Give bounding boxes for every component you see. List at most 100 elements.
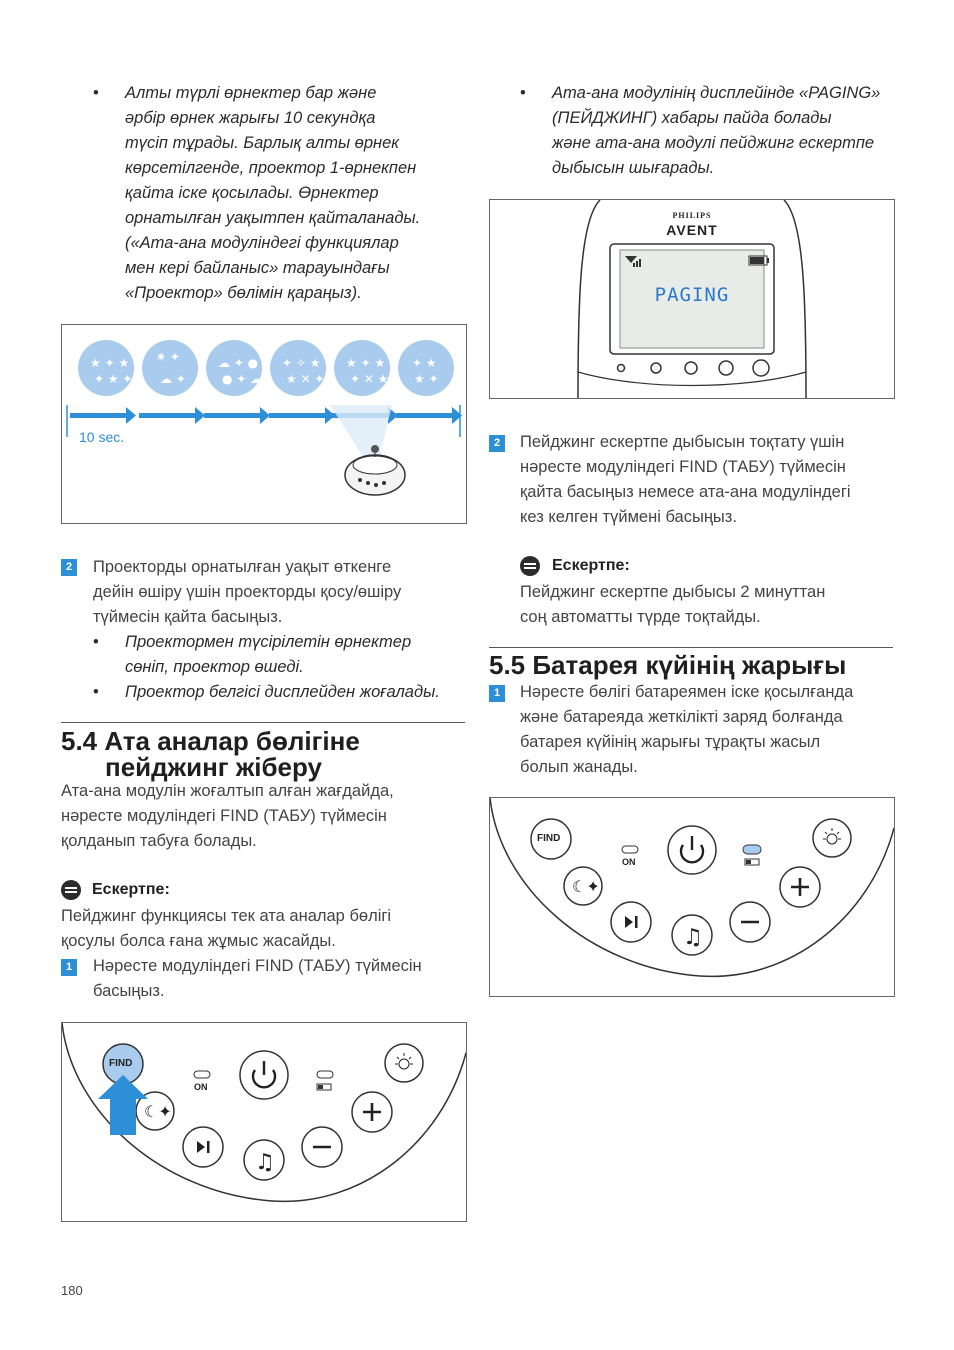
on-label: ON (194, 1082, 208, 1092)
line: қайта іске қосылады. Өрнектер (125, 184, 379, 202)
baby-unit-panel-find: ☾✦ ♫ FIND ON (61, 1022, 467, 1222)
line: мен кері байланыс» тарауындағы (125, 259, 390, 277)
line: және ата-ана модулі пейджинг ескертпе (552, 134, 875, 152)
bullet-dot: • (520, 84, 526, 102)
right-bullet-1: • Ата-ана модулінің дисплейінде «PAGING»… (520, 81, 897, 181)
section-heading-5-5: 5.5 Батарея күйінің жарығы (489, 650, 847, 680)
line: көрсетілгенде, проектор 1-өрнекпен (125, 159, 417, 177)
play-pause-button (182, 1126, 224, 1168)
panel-svg: ☾✦ ♫ (62, 1023, 466, 1203)
music-button: ♫ (243, 1139, 285, 1181)
svg-text:☁ ✦ ●: ☁ ✦ ● (218, 356, 258, 370)
music-button: ♫ (671, 914, 713, 956)
panel-svg: ☾✦ ♫ (490, 798, 894, 978)
line: дыбысын шығарады. (552, 159, 715, 177)
play-pause-button (610, 901, 652, 943)
right-step-1: Нәресте бөлігі батареямен іске қосылғанд… (520, 680, 895, 780)
projector-patterns-figure: ★ ✦ ★✦ ★ ✦ ✷ ✦☁ ✦ ☁ ✦ ●● ✦ ☁ ✦ ✧ ★★ ✕ ✦ … (61, 324, 467, 524)
left-sub-bullet-2: • Проектор белгісі дисплейден жоғалады. (93, 680, 470, 705)
line: қосулы болса ғана жұмыс жасайды. (61, 932, 336, 950)
pattern-disc-2 (142, 340, 198, 396)
svg-text:✦ ★ ✦: ✦ ★ ✦ (94, 372, 133, 386)
left-step-1: Нәресте модуліндегі FIND (ТАБУ) түймесін… (93, 954, 468, 1004)
baby-unit-panel-battery: ☾✦ ♫ FIND ON (489, 797, 895, 997)
plus-button (351, 1091, 393, 1133)
line: Алты түрлі өрнектер бар және (125, 84, 377, 102)
panel-outline (490, 798, 894, 978)
svg-text:✦ ✕ ★: ✦ ✕ ★ (350, 372, 389, 386)
svg-text:● ✦ ☁: ● ✦ ☁ (222, 372, 262, 386)
find-button (530, 818, 572, 860)
line: орнатылған уақытпен қайталанады. (125, 209, 421, 227)
interval-label: 10 sec. (79, 429, 125, 445)
line: түймесін қайта басыңыз. (93, 608, 283, 626)
bullet-dot: • (93, 84, 99, 102)
left-bullet-1: • Алты түрлі өрнектер бар және әрбір өрн… (93, 81, 465, 306)
section-rule (61, 722, 465, 723)
pattern-disc-4 (270, 340, 326, 396)
on-led-indicator (193, 1070, 211, 1079)
left-step-2: Проекторды орнатылған уақыт өткенге дейі… (93, 555, 468, 630)
svg-text:★ ✦: ★ ✦ (414, 372, 439, 386)
step-number: 1 (489, 685, 505, 702)
pattern-disc-6 (398, 340, 454, 396)
step-number: 2 (61, 559, 77, 576)
heading-line: 5.4 Ата аналар бөлігіне (61, 726, 360, 756)
note-icon (61, 880, 81, 900)
svg-text:☁ ✦: ☁ ✦ (160, 372, 186, 386)
power-button (239, 1050, 289, 1100)
find-button-label: FIND (537, 833, 561, 844)
note-title: Ескертпе: (92, 881, 170, 898)
minus-button (729, 901, 771, 943)
line: соң автоматты түрде тоқтайды. (520, 608, 761, 626)
line: кез келген түймені басыңыз. (520, 508, 737, 526)
parent-unit-svg (577, 200, 807, 398)
pattern-disc-5 (334, 340, 390, 396)
line: Пейджинг функциясы тек ата аналар бөлігі (61, 907, 392, 925)
svg-text:✦ ✧ ★: ✦ ✧ ★ (282, 356, 321, 370)
line: («Ата-ана модуліндегі функциялар (125, 234, 399, 252)
section-rule (489, 647, 893, 648)
panel-outline (62, 1023, 466, 1203)
line: «Проектор» бөлімін қараңыз). (125, 284, 362, 302)
svg-text:★ ✕ ✦: ★ ✕ ✦ (286, 372, 325, 386)
battery-led-indicator (316, 1070, 334, 1079)
section-heading-5-4: 5.4 Ата аналар бөлігіне пейджинг жіберу (61, 728, 360, 780)
line: Нәресте модуліндегі FIND (ТАБУ) түймесін (93, 957, 422, 975)
projector-device-icon (344, 445, 406, 496)
pattern-discs: ★ ✦ ★✦ ★ ✦ ✷ ✦☁ ✦ ☁ ✦ ●● ✦ ☁ ✦ ✧ ★★ ✕ ✦ … (78, 340, 454, 396)
arrow-up-icon (98, 1075, 148, 1135)
lcd-button-4 (718, 360, 734, 376)
projector-beam (330, 405, 392, 463)
brand-top: PHILIPS (672, 211, 712, 220)
lcd-button-1 (616, 363, 626, 373)
line: Пейджинг ескертпе дыбысы 2 минуттан (520, 583, 826, 601)
svg-text:♫: ♫ (683, 925, 703, 950)
projector-patterns-svg: ★ ✦ ★✦ ★ ✦ ✷ ✦☁ ✦ ☁ ✦ ●● ✦ ☁ ✦ ✧ ★★ ✕ ✦ … (66, 340, 462, 496)
right-step-2: Пейджинг ескертпе дыбысын тоқтату үшін н… (520, 430, 895, 530)
note-text: Пейджинг ескертпе дыбысы 2 минуттан соң … (520, 580, 895, 630)
bullet-dot: • (93, 633, 99, 651)
battery-icon (748, 255, 769, 266)
line: (ПЕЙДЖИНГ) хабары пайда болады (552, 109, 832, 127)
projector-button: ☾✦ (563, 866, 603, 906)
line: Пейджинг ескертпе дыбысын тоқтату үшін (520, 433, 845, 451)
timeline-arrows (70, 407, 462, 424)
projector-button: ☾✦ (135, 1091, 175, 1131)
note-icon (520, 556, 540, 576)
svg-text:☾✦: ☾✦ (144, 1102, 172, 1121)
pattern-disc-1 (78, 340, 134, 396)
line: дейін өшіру үшін проекторды қосу/өшіру (93, 583, 402, 601)
svg-text:✷ ✦: ✷ ✦ (156, 350, 180, 364)
on-label: ON (622, 857, 636, 867)
pattern-disc-3 (206, 340, 262, 396)
line: және батареяда жеткілікті заряд болғанда (520, 708, 843, 726)
line: Ата-ана модулін жоғалтып алған жағдайда, (61, 782, 394, 800)
line: әрбір өрнек жарығы 10 секундқа (125, 109, 376, 127)
line: түсіп тұрады. Барлық алты өрнек (125, 134, 400, 152)
power-button (667, 825, 717, 875)
lcd-button-2 (650, 362, 662, 374)
light-button (384, 1043, 424, 1083)
lcd-paging-text: PAGING (654, 284, 730, 306)
line: нәресте модуліндегі FIND (ТАБУ) түймесін (520, 458, 846, 476)
